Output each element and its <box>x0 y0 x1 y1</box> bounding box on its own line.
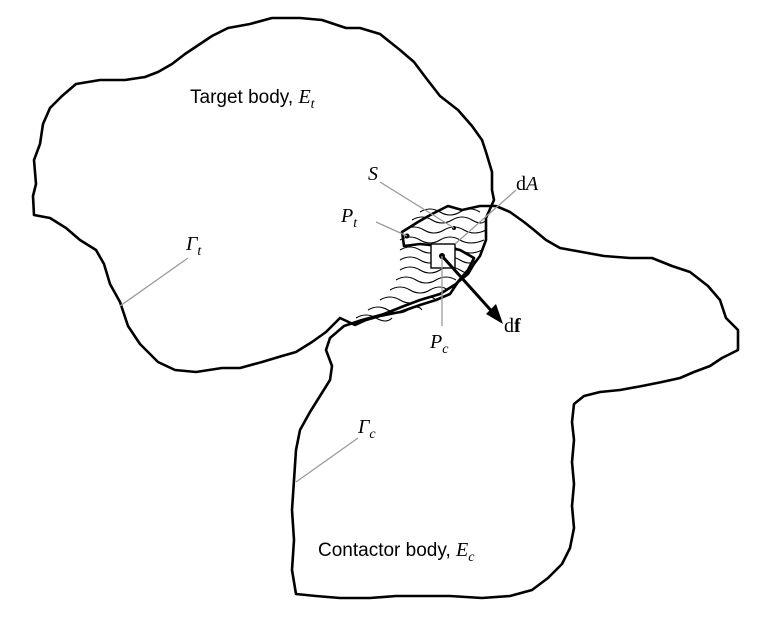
leader-dA <box>454 189 517 245</box>
s-label: S <box>368 163 378 185</box>
pt-label: Pt <box>340 205 358 231</box>
leader-gamma-t <box>119 257 189 307</box>
leader-pt <box>375 221 408 237</box>
target-body-outline <box>31 16 496 374</box>
gamma-c-label: Γc <box>357 416 376 442</box>
df-arrowhead <box>486 304 503 324</box>
target-body-label: Target body, Et <box>190 86 316 112</box>
contactor-body-outline <box>290 204 740 600</box>
pc-label: Pc <box>429 331 449 357</box>
df-arrow-shaft <box>440 254 498 318</box>
dA-label: dA <box>516 173 539 195</box>
leader-gamma-c <box>295 437 359 483</box>
gamma-t-label: Γt <box>185 233 202 259</box>
leader-s <box>379 181 455 229</box>
contactor-body-label: Contactor body, Ec <box>318 539 475 565</box>
df-label: df <box>504 315 521 337</box>
